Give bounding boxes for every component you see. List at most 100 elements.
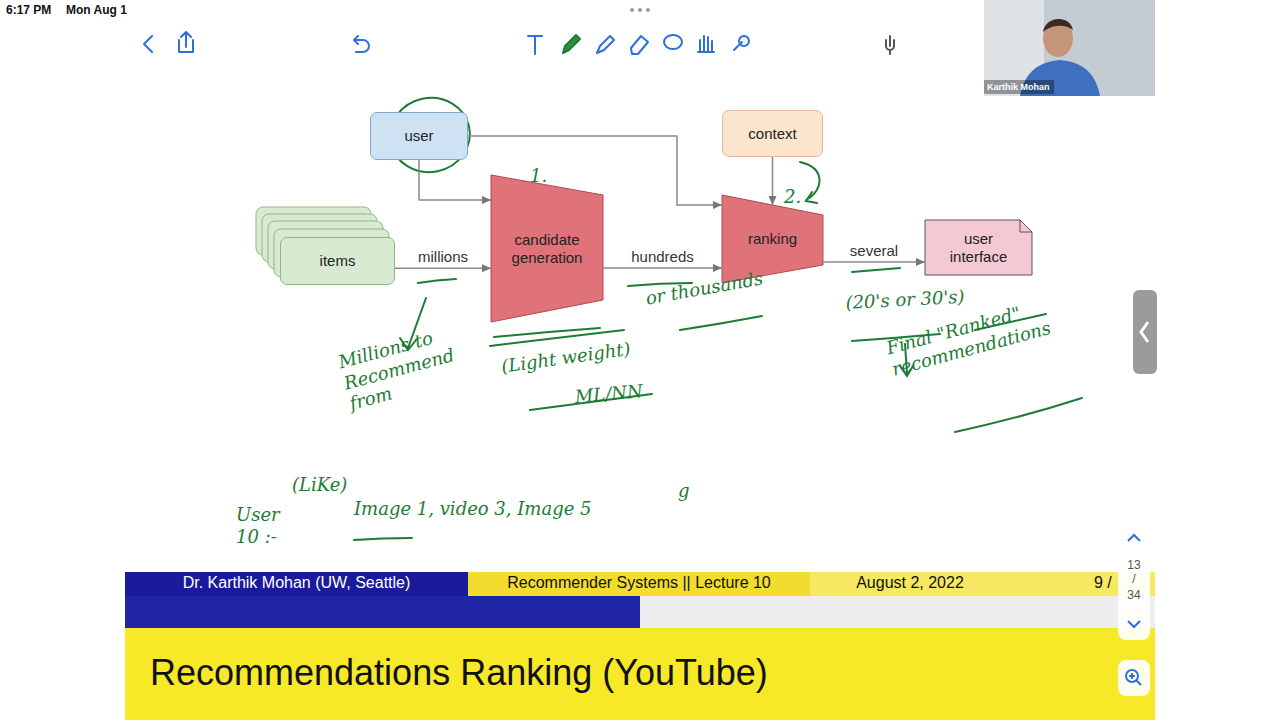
ink-note: User 10 :- [236, 504, 288, 547]
ink-note: Millions to Recommend from [336, 318, 480, 415]
ink-underline [852, 268, 900, 272]
person-head [1043, 19, 1073, 57]
status-date: Mon Aug 1 [66, 3, 127, 17]
hand-icon [698, 36, 714, 52]
dot [638, 8, 642, 12]
footer-course: Recommender Systems || Lecture 10 [468, 574, 810, 592]
page-indicator [1118, 525, 1150, 696]
ink-underline [418, 279, 456, 283]
mic-icon [886, 36, 894, 54]
zoom-button [1118, 660, 1150, 696]
edge-label: hundreds [631, 248, 694, 265]
tab-chevron [1141, 322, 1148, 342]
name-plate [984, 80, 1054, 94]
items-card: items [280, 237, 395, 285]
page-separator: / [1120, 572, 1148, 586]
zoom-plus [1129, 673, 1141, 685]
page-total: 34 [1120, 588, 1148, 602]
eraser-icon [631, 36, 648, 54]
text-tool-icon [528, 36, 542, 54]
page-number: 13 [1120, 558, 1148, 572]
ink-underline [494, 328, 600, 337]
context-box: context [722, 110, 823, 157]
lasso-icon [664, 35, 682, 49]
ink-note: Image 1, video 3, Image 5 [354, 498, 664, 520]
footer-blue [125, 572, 468, 596]
flow-arrow [468, 136, 722, 205]
chevron-up [1128, 535, 1140, 541]
slide-footer [125, 572, 1155, 720]
flow-arrow [395, 267, 491, 269]
ink-arrow [400, 298, 426, 350]
highlighter-icon [597, 36, 614, 53]
ink-underline [354, 538, 412, 540]
outline [491, 175, 603, 322]
ink-arrow [900, 344, 913, 376]
dot [630, 8, 634, 12]
ink-note: (LiKe) [292, 474, 347, 496]
ink-note: ML/NN [574, 380, 644, 407]
page-fold [1020, 220, 1032, 232]
ink-note: g [678, 480, 690, 502]
side-tab [1133, 290, 1157, 374]
footer-date: August 2, 2022 [810, 574, 1010, 592]
status-time: 6:17 PM [6, 3, 51, 17]
person-hair [1043, 19, 1073, 32]
ink-note: (Light weight) [500, 332, 671, 377]
footer-author: Dr. Karthik Mohan (UW, Seattle) [125, 574, 468, 592]
chevron-down [1128, 621, 1140, 627]
flow-arrow [603, 267, 722, 269]
ink-underline [530, 394, 652, 410]
user-box: user [370, 112, 468, 160]
share-icon [179, 32, 193, 52]
toolbar-icons [144, 32, 894, 54]
node-label: items [320, 252, 356, 270]
footer-light-yellow [810, 572, 1155, 596]
edge-label: millions [418, 248, 468, 265]
node-label: context [748, 125, 796, 143]
node-text-group: candidate generation [497, 231, 597, 267]
candidate-generation-funnel: candidate generation [491, 175, 603, 322]
webcam-thumbnail [984, 0, 1155, 96]
status-dots [630, 8, 650, 12]
user-interface-box: user interface [925, 220, 1032, 275]
node-text-group: items [320, 252, 356, 270]
ink-note: (20's or 30's) [845, 284, 996, 313]
node-text-group: context [748, 125, 796, 143]
next-slide-bar [125, 596, 640, 628]
next-slide-bar-grey [640, 596, 1155, 628]
pill [1118, 525, 1150, 640]
outline [925, 220, 1032, 275]
footer-yellow [468, 572, 810, 596]
dot [646, 8, 650, 12]
ink-callout-number: 2. [784, 186, 801, 208]
pen-tool-icon [563, 35, 580, 53]
node-label: user [404, 127, 433, 145]
ink-underline [680, 316, 762, 330]
node-text-group: user interface [939, 230, 1019, 266]
webcam-background [984, 0, 1155, 96]
ink-curl-arrow [800, 162, 820, 203]
flow-arrow [419, 160, 491, 200]
edge-label: several [850, 242, 898, 259]
next-slide-title-band [125, 628, 1155, 720]
ink-note: Final "Ranked" recommendations [884, 284, 1098, 380]
node-label: ranking [748, 230, 797, 248]
back-icon [144, 36, 152, 52]
ink-annotations [316, 90, 1082, 540]
node-text-group: ranking [748, 230, 797, 248]
node-text-group: user [404, 127, 433, 145]
flow-arrow [823, 261, 925, 263]
ink-underline [490, 330, 624, 346]
footer-page: 9 / [1094, 574, 1112, 592]
node-label: candidate generation [497, 231, 597, 267]
undo-icon [354, 36, 369, 52]
next-slide-title: Recommendations Ranking (YouTube) [150, 652, 768, 694]
webcam-name: Karthik Mohan [987, 82, 1050, 92]
ink-underline [852, 334, 940, 341]
